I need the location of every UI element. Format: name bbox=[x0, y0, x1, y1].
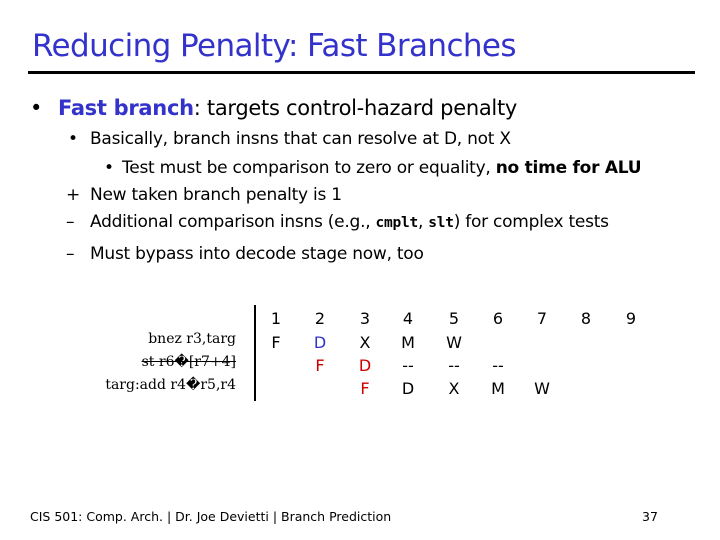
stage-cell: D bbox=[401, 379, 415, 398]
cycle-header: 2 bbox=[314, 309, 326, 328]
stage-cell: -- bbox=[448, 356, 460, 375]
stage-cell: M bbox=[401, 333, 415, 352]
title-underline bbox=[28, 71, 695, 74]
minus-bypass: Must bypass into decode stage now, too bbox=[90, 244, 424, 264]
bullet-fast-branch: Fast branch: targets control-hazard pena… bbox=[58, 96, 517, 120]
sub-sub-bullet-test: Test must be comparison to zero or equal… bbox=[122, 158, 642, 178]
plus-penalty: New taken branch penalty is 1 bbox=[90, 185, 342, 205]
no-time-for-alu: no time for ALU bbox=[495, 158, 642, 178]
sub-sub-bullet-mark: • bbox=[104, 158, 114, 178]
stage-cell: W bbox=[534, 379, 550, 398]
stage-cell: W bbox=[446, 333, 462, 352]
sub-bullet-basically: Basically, branch insns that can resolve… bbox=[90, 129, 511, 149]
cycle-header: 7 bbox=[536, 309, 548, 328]
slt-code: slt bbox=[428, 215, 454, 231]
minus1-pre: Additional comparison insns (e.g., bbox=[90, 212, 376, 232]
stage-cell: X bbox=[359, 333, 371, 352]
fast-branch-desc: : targets control-hazard penalty bbox=[193, 96, 518, 120]
bullet-mark: • bbox=[30, 96, 43, 120]
stage-cell: M bbox=[491, 379, 505, 398]
fast-branch-term: Fast branch bbox=[58, 96, 194, 120]
cycle-header: 6 bbox=[492, 309, 504, 328]
stage-cell: F bbox=[271, 333, 281, 352]
slide-title: Reducing Penalty: Fast Branches bbox=[32, 28, 517, 64]
minus1-post: ) for complex tests bbox=[453, 212, 609, 232]
cycle-header: 9 bbox=[625, 309, 637, 328]
minus-mark-1: – bbox=[66, 212, 75, 232]
page-number: 37 bbox=[642, 509, 658, 524]
cycle-header: 1 bbox=[270, 309, 282, 328]
stage-cell: D bbox=[313, 333, 327, 352]
stage-cell: -- bbox=[492, 356, 504, 375]
minus1-sep: , bbox=[417, 212, 429, 232]
cycle-header: 4 bbox=[402, 309, 414, 328]
stage-cell: F bbox=[315, 356, 325, 375]
stage-cell: F bbox=[360, 379, 370, 398]
minus-mark-2: – bbox=[66, 244, 75, 264]
plus-mark: + bbox=[66, 185, 80, 205]
pipeline-divider bbox=[254, 305, 256, 401]
stage-cell: -- bbox=[402, 356, 414, 375]
stage-cell: X bbox=[448, 379, 460, 398]
program-line-targ-add: targ:add r4�r5,r4 bbox=[105, 377, 236, 393]
footer-text: CIS 501: Comp. Arch. | Dr. Joe Devietti … bbox=[30, 509, 392, 524]
cycle-header: 3 bbox=[359, 309, 371, 328]
cycle-header: 5 bbox=[448, 309, 460, 328]
minus-comparison-insns: Additional comparison insns (e.g., cmplt… bbox=[90, 212, 609, 232]
program-line-st: st r6�[r7+4] bbox=[141, 354, 236, 370]
stage-cell: D bbox=[358, 356, 372, 375]
cmplt-code: cmplt bbox=[375, 215, 419, 231]
test-text: Test must be comparison to zero or equal… bbox=[122, 158, 496, 178]
sub-bullet-mark: • bbox=[68, 129, 78, 149]
program-line-bnez: bnez r3,targ bbox=[148, 331, 236, 347]
cycle-header: 8 bbox=[580, 309, 592, 328]
